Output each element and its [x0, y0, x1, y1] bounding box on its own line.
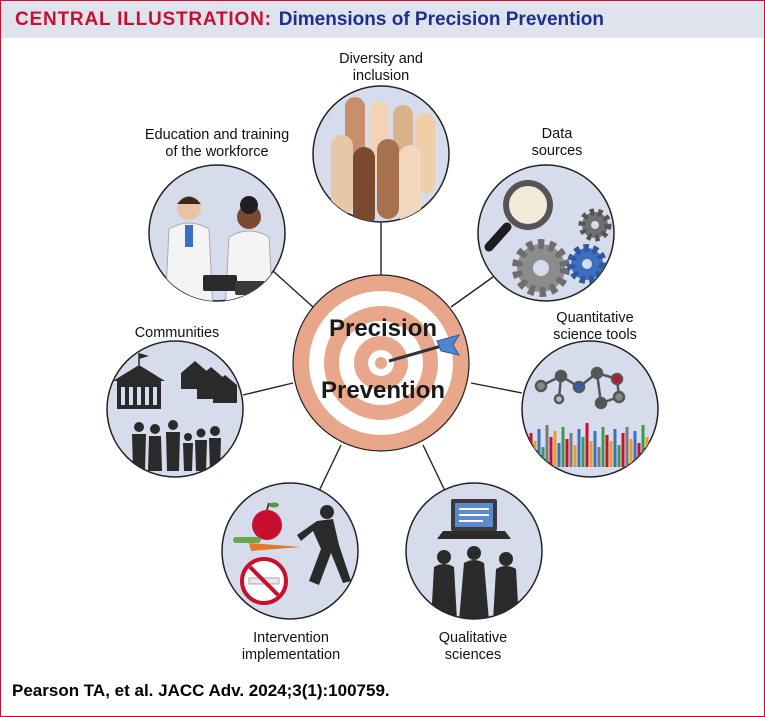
center-title-line1: Precision [329, 315, 437, 342]
diversity-label-line1: Diversity and [339, 51, 423, 67]
data-label-line1: Data [542, 126, 574, 142]
header-title: Dimensions of Precision Prevention [278, 8, 604, 30]
node-qualitative-sciences: Qualitative sciences [405, 482, 543, 663]
data-label-line2: sources [532, 143, 583, 159]
precision-target [292, 274, 470, 452]
diversity-label-line2: inclusion [353, 68, 409, 84]
header-bar: CENTRAL ILLUSTRATION: Dimensions of Prec… [1, 1, 764, 38]
education-label-line1: Education and training [145, 127, 289, 143]
dart-icon [388, 334, 461, 363]
gear-icon [512, 208, 612, 297]
buildings-icon [113, 353, 237, 409]
quant-label-line2: science tools [553, 327, 637, 343]
node-education-training: Education and training of the workforce [145, 127, 289, 302]
runner-icon [297, 505, 351, 585]
header-label: CENTRAL ILLUSTRATION: [15, 8, 272, 30]
communities-label: Communities [135, 325, 220, 341]
family-silhouettes-icon [132, 420, 221, 471]
qual-label-line2: sciences [445, 647, 501, 663]
magnifier-icon [484, 180, 553, 252]
qual-label-line1: Qualitative [439, 630, 508, 646]
no-smoking-icon [240, 557, 288, 605]
clinicians-icon [164, 196, 274, 301]
apple-icon [252, 502, 282, 540]
vegetables-icon [233, 537, 301, 551]
quant-label-line1: Quantitative [556, 310, 633, 326]
raised-hands-icon [331, 97, 435, 222]
node-data-sources: Data sources [477, 126, 615, 302]
center-title-line2: Prevention [321, 377, 445, 404]
citation: Pearson TA, et al. JACC Adv. 2024;3(1):1… [12, 681, 390, 700]
connector-lines [242, 222, 523, 492]
people-silhouettes-icon [431, 546, 519, 619]
node-diversity-inclusion: Diversity and inclusion [312, 51, 450, 223]
node-communities: Communities [106, 325, 244, 478]
intervention-label-line2: implementation [242, 647, 340, 663]
laptop-icon [437, 499, 511, 539]
education-label-line2: of the workforce [165, 144, 268, 160]
molecule-icon [534, 366, 626, 410]
node-intervention-implementation: Intervention implementation [221, 482, 359, 663]
node-quantitative-science-tools: Quantitative science tools [521, 310, 659, 478]
intervention-label-line1: Intervention [253, 630, 329, 646]
